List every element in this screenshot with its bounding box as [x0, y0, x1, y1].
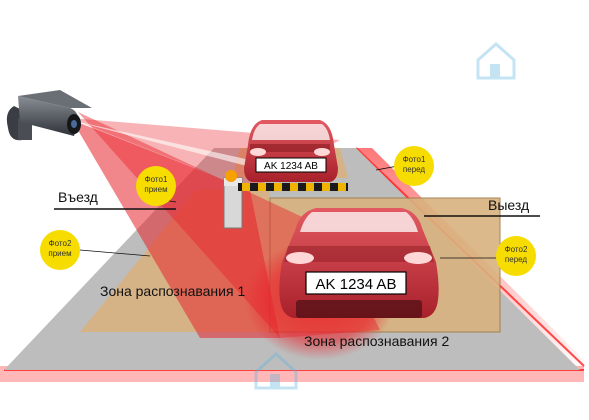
badge-photo1-entry: Фото1 прием — [136, 166, 176, 206]
svg-text:прием: прием — [144, 185, 167, 194]
rear-car-plate: AK 1234 AB — [264, 161, 318, 172]
svg-text:Фото2: Фото2 — [49, 239, 72, 248]
badge-photo2-exit: Фото2 перед — [496, 236, 536, 276]
front-car: AK 1234 AB — [279, 208, 439, 318]
cctv-camera-icon — [6, 90, 92, 141]
house-watermark-icon — [476, 41, 516, 80]
badge-photo2-entry: Фото2 прием — [40, 230, 80, 270]
exit-label: Выезд — [488, 197, 529, 213]
svg-text:Фото1: Фото1 — [403, 155, 426, 164]
entry-label: Въезд — [58, 189, 98, 205]
rear-car: AK 1234 AB — [244, 120, 338, 182]
barrier-stripes — [242, 183, 346, 191]
zone-2-label: Зона распознавания 2 — [304, 333, 449, 349]
front-car-plate: AK 1234 AB — [316, 276, 397, 293]
house-watermark-icon — [254, 351, 298, 390]
svg-text:прием: прием — [48, 249, 71, 258]
svg-text:Фото1: Фото1 — [145, 175, 168, 184]
svg-text:Фото2: Фото2 — [505, 245, 528, 254]
zone-1-label: Зона распознавания 1 — [100, 283, 245, 299]
badge-photo1-exit: Фото1 перед — [394, 146, 434, 186]
svg-text:перед: перед — [403, 165, 426, 174]
entry-barrier — [223, 170, 348, 229]
svg-text:перед: перед — [505, 255, 528, 264]
